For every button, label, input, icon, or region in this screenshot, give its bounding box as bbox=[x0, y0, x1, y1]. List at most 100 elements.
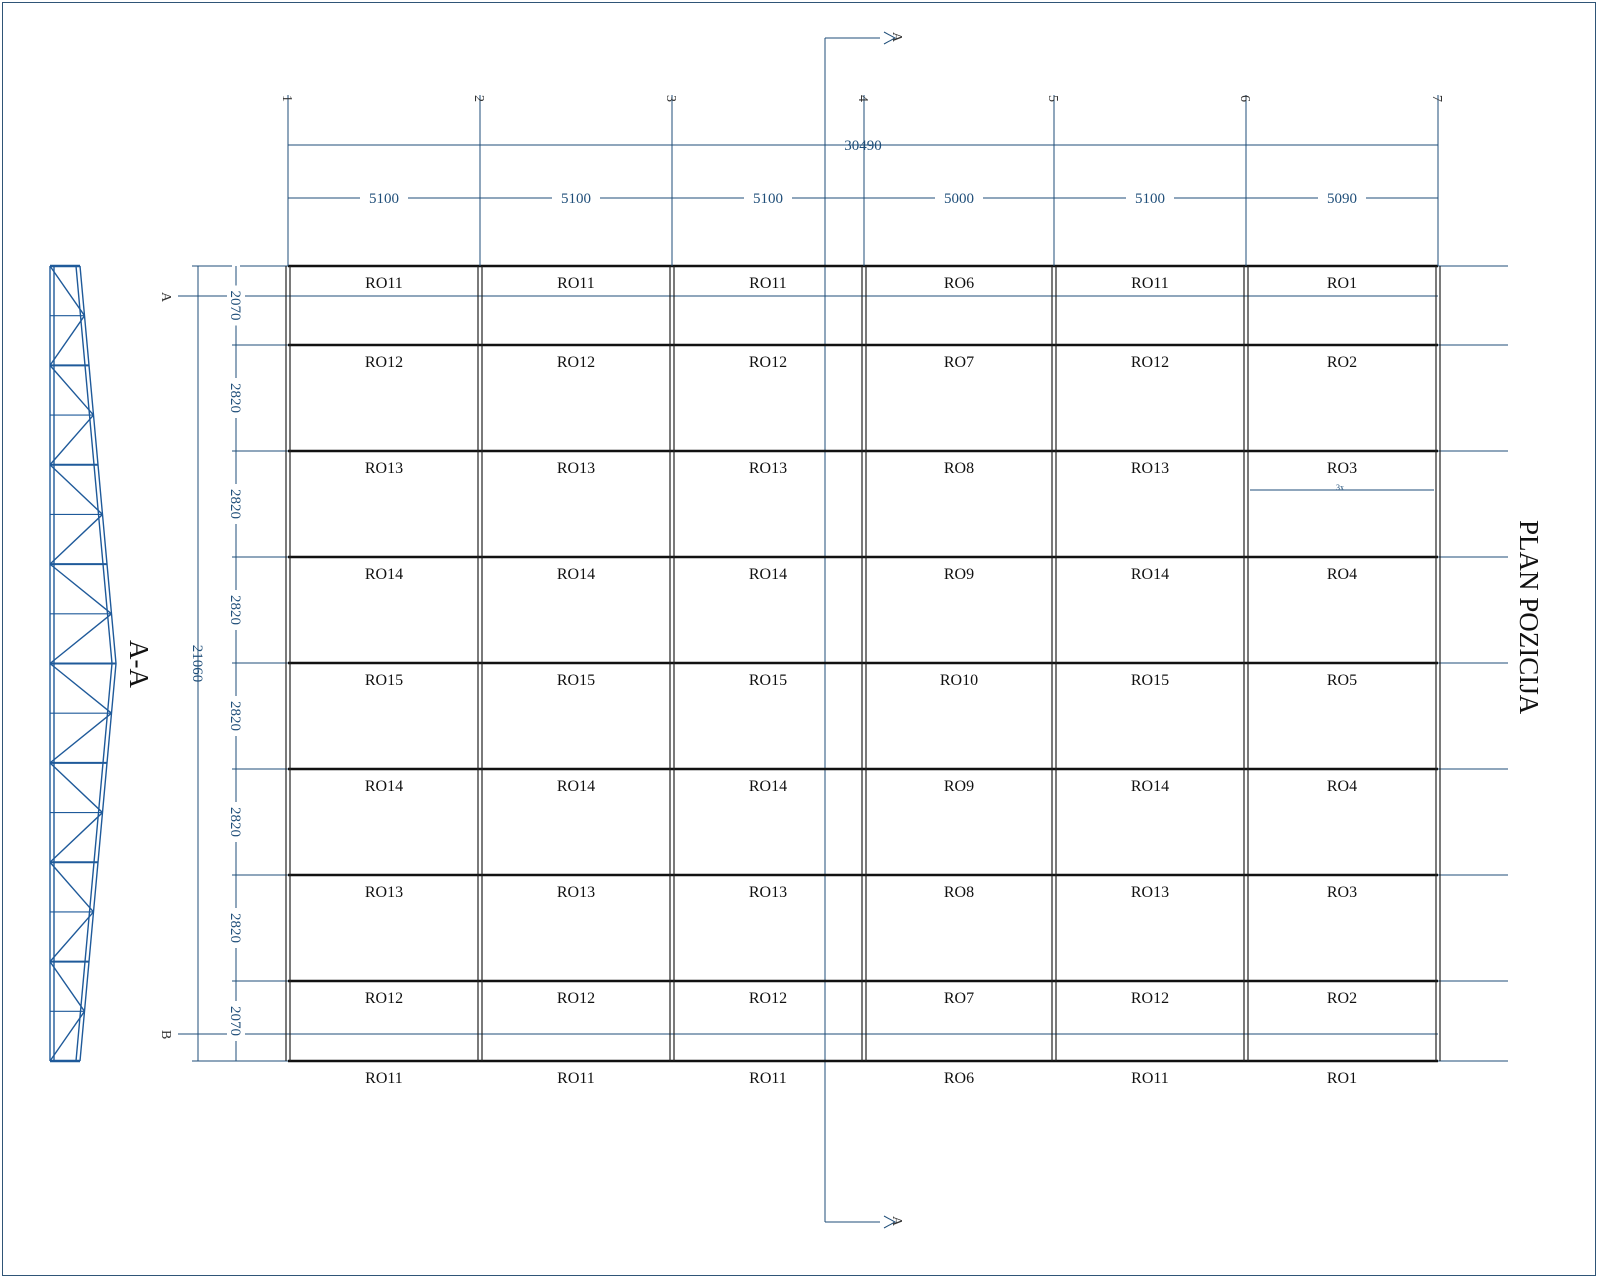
bay-width-label: 5100 bbox=[753, 191, 783, 207]
bay-width-label: 5100 bbox=[369, 191, 399, 207]
truss-diagonal-member bbox=[49, 613, 112, 665]
bay-label-bg bbox=[935, 189, 983, 205]
truss-diagonal-member bbox=[49, 812, 103, 863]
position-label: RO9 bbox=[944, 566, 974, 583]
position-label: RO11 bbox=[749, 1070, 787, 1087]
bay-label-bg bbox=[1318, 189, 1366, 205]
row-spacing-label: 2820 bbox=[227, 807, 243, 837]
bay-width-label: 5100 bbox=[1135, 191, 1165, 207]
axis-label-2: 2 bbox=[471, 95, 486, 102]
axis-label-4: 4 bbox=[855, 95, 870, 102]
position-label: RO11 bbox=[365, 1070, 403, 1087]
position-label: RO12 bbox=[557, 990, 595, 1007]
position-label: RO13 bbox=[557, 884, 595, 901]
position-label: RO9 bbox=[944, 778, 974, 795]
bay-width-label: 5000 bbox=[944, 191, 974, 207]
position-label: RO6 bbox=[944, 1070, 974, 1087]
small-note: 3x bbox=[1336, 483, 1344, 492]
axis-label-1: 1 bbox=[279, 95, 294, 102]
position-label: RO14 bbox=[749, 778, 787, 795]
bay-label-bg bbox=[360, 189, 408, 205]
position-label: RO15 bbox=[1131, 672, 1169, 689]
position-label: RO3 bbox=[1327, 460, 1357, 477]
section-cut-line bbox=[824, 31, 897, 1229]
row-label-bg bbox=[227, 285, 245, 326]
position-label: RO12 bbox=[749, 990, 787, 1007]
position-label: RO1 bbox=[1327, 1070, 1357, 1087]
row-label-bg bbox=[227, 484, 245, 524]
row-label-bg bbox=[227, 908, 245, 948]
position-label: RO14 bbox=[365, 566, 403, 583]
row-label-bg bbox=[227, 1001, 245, 1041]
total-height-label: 21060 bbox=[189, 645, 205, 683]
position-label: RO7 bbox=[944, 354, 974, 371]
row-label-bg bbox=[227, 802, 245, 842]
axis-label-3: 3 bbox=[663, 95, 678, 102]
truss-diagonal-member bbox=[49, 1010, 86, 1062]
axis-label-5: 5 bbox=[1045, 95, 1060, 102]
truss-diagonal-member bbox=[49, 712, 112, 764]
position-label: RO11 bbox=[1131, 275, 1169, 292]
position-label: RO11 bbox=[557, 275, 595, 292]
position-label: RO15 bbox=[365, 672, 403, 689]
position-label: RO13 bbox=[1131, 460, 1169, 477]
row-label-bg bbox=[227, 590, 245, 630]
bay-width-label: 5100 bbox=[561, 191, 591, 207]
section-mark-bottom: A bbox=[889, 1216, 904, 1227]
truss-section-elevation bbox=[49, 264, 117, 1063]
row-spacing-label: 2820 bbox=[227, 489, 243, 519]
total-width-label: 30490 bbox=[844, 138, 882, 154]
row-spacing-label: 2820 bbox=[227, 595, 243, 625]
section-mark-left-top: A bbox=[158, 292, 173, 303]
axis-label-7: 7 bbox=[1429, 95, 1444, 102]
position-label: RO2 bbox=[1327, 354, 1357, 371]
position-label: RO11 bbox=[365, 275, 403, 292]
truss-diagonal-member bbox=[49, 762, 103, 814]
truss-diagonal-member bbox=[49, 513, 103, 565]
position-label: RO4 bbox=[1327, 566, 1357, 583]
structural-grid: 1 2 3 4 5 6 7 bbox=[240, 95, 1508, 1063]
truss-diagonal-member bbox=[49, 662, 112, 714]
bay-label-bg bbox=[1126, 189, 1174, 205]
section-mark-top: A bbox=[889, 32, 904, 43]
row-label-bg bbox=[227, 696, 245, 736]
position-label: RO7 bbox=[944, 990, 974, 1007]
plan-title: PLAN POZICIJA bbox=[1514, 520, 1544, 715]
position-label: RO13 bbox=[557, 460, 595, 477]
truss-diagonal-member bbox=[49, 861, 95, 913]
truss-diagonal-member bbox=[49, 961, 86, 1012]
section-mark-left-bottom: B bbox=[158, 1030, 173, 1039]
position-label: RO12 bbox=[1131, 990, 1169, 1007]
row-spacing-label: 2820 bbox=[227, 383, 243, 413]
position-label: RO14 bbox=[1131, 566, 1169, 583]
position-label: RO3 bbox=[1327, 884, 1357, 901]
position-label: RO14 bbox=[557, 778, 595, 795]
position-label: RO13 bbox=[1131, 884, 1169, 901]
truss-diagonal-member bbox=[49, 414, 95, 466]
position-label: RO5 bbox=[1327, 672, 1357, 689]
position-label: RO14 bbox=[557, 566, 595, 583]
position-label: RO8 bbox=[944, 884, 974, 901]
bay-label-bg bbox=[744, 189, 792, 205]
bay-label-bg bbox=[552, 189, 600, 205]
axis-label-6: 6 bbox=[1237, 95, 1252, 102]
row-spacing-label: 2820 bbox=[227, 913, 243, 943]
position-label: RO14 bbox=[1131, 778, 1169, 795]
position-label: RO12 bbox=[1131, 354, 1169, 371]
position-label: RO14 bbox=[365, 778, 403, 795]
position-label: RO11 bbox=[1131, 1070, 1169, 1087]
position-label: RO11 bbox=[557, 1070, 595, 1087]
position-label: RO8 bbox=[944, 460, 974, 477]
truss-diagonal-member bbox=[49, 265, 86, 317]
position-label: RO13 bbox=[749, 460, 787, 477]
truss-diagonal-member bbox=[49, 364, 95, 416]
row-label-bg bbox=[227, 378, 245, 418]
position-label: RO10 bbox=[940, 672, 978, 689]
position-label: RO6 bbox=[944, 275, 974, 292]
truss-diagonal-member bbox=[49, 911, 95, 963]
row-spacing-label: 2070 bbox=[227, 1006, 243, 1036]
